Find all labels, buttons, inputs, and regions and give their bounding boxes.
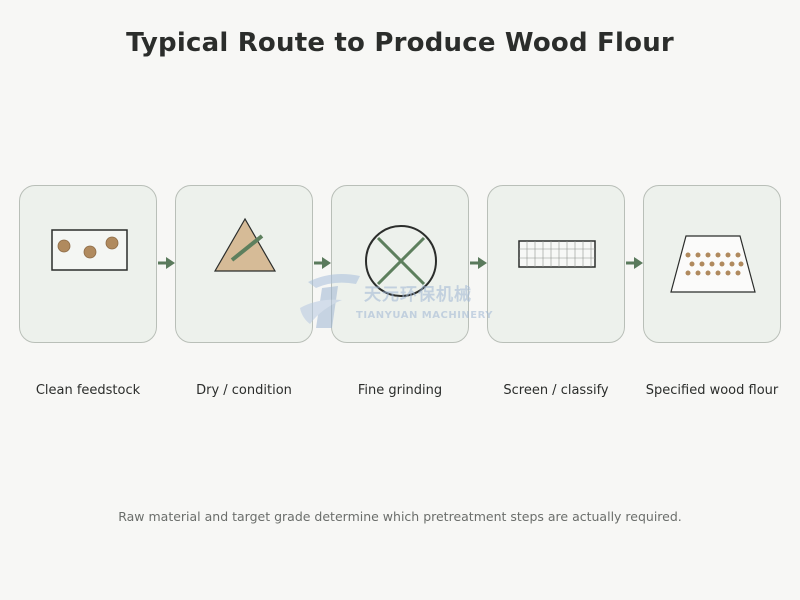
flow-arrow-icon <box>314 257 331 269</box>
step-card-wood-flour <box>643 185 781 343</box>
step-card-screen-classify <box>487 185 625 343</box>
wood-chips-icon <box>51 229 128 271</box>
footnote-caption: Raw material and target grade determine … <box>118 509 682 524</box>
step-label: Dry / condition <box>196 383 292 398</box>
flour-hopper-icon <box>670 235 756 293</box>
screen-mesh-icon <box>518 240 596 268</box>
step-card-dry-condition <box>175 185 313 343</box>
step-card-fine-grinding <box>331 185 469 343</box>
flow-arrow-icon <box>470 257 487 269</box>
step-label: Clean feedstock <box>35 383 141 398</box>
grinding-mill-icon <box>365 225 437 297</box>
step-card-clean-feedstock <box>19 185 157 343</box>
step-label: Specified wood flour <box>645 383 779 398</box>
dryer-icon <box>213 217 277 272</box>
flow-arrow-icon <box>626 257 643 269</box>
page-title: Typical Route to Produce Wood Flour <box>126 28 674 58</box>
step-label: Screen / classify <box>503 383 609 398</box>
flow-arrow-icon <box>158 257 175 269</box>
step-label: Fine grinding <box>357 383 443 398</box>
